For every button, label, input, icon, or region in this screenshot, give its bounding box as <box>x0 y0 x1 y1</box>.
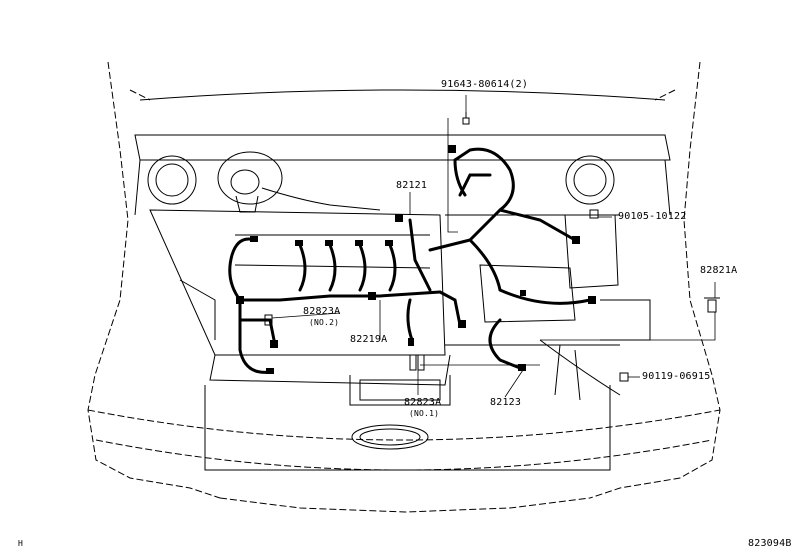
part-label-90119: 90119-06915 <box>642 371 711 382</box>
part-sublabel-no1: (NO.1) <box>409 409 440 418</box>
part-label-82123: 82123 <box>490 397 522 408</box>
battery-fusebox <box>445 214 651 401</box>
harness-connectors <box>236 145 596 374</box>
corner-mark: H <box>18 539 24 548</box>
leader-lines <box>271 95 716 398</box>
strut-towers <box>147 155 615 205</box>
part-sublabel-no2: (NO.2) <box>309 318 340 327</box>
part-label-82823a-no2: 82823A <box>303 306 341 317</box>
brake-booster <box>217 151 381 213</box>
part-label-82219a: 82219A <box>350 334 388 345</box>
part-label-91643: 91643-80614(2) <box>441 79 529 90</box>
wire-harness <box>228 147 592 374</box>
part-label-82823a-no1: 82823A <box>404 397 442 408</box>
hood-cowl <box>134 89 671 216</box>
part-label-82821a: 82821A <box>700 265 738 276</box>
part-label-90105: 90105-10122 <box>618 211 687 222</box>
diagram-id: 823094B <box>748 538 792 549</box>
engine-block <box>149 209 611 471</box>
part-label-82121: 82121 <box>396 180 428 191</box>
fasteners <box>264 112 720 382</box>
car-body-outline <box>87 61 721 513</box>
